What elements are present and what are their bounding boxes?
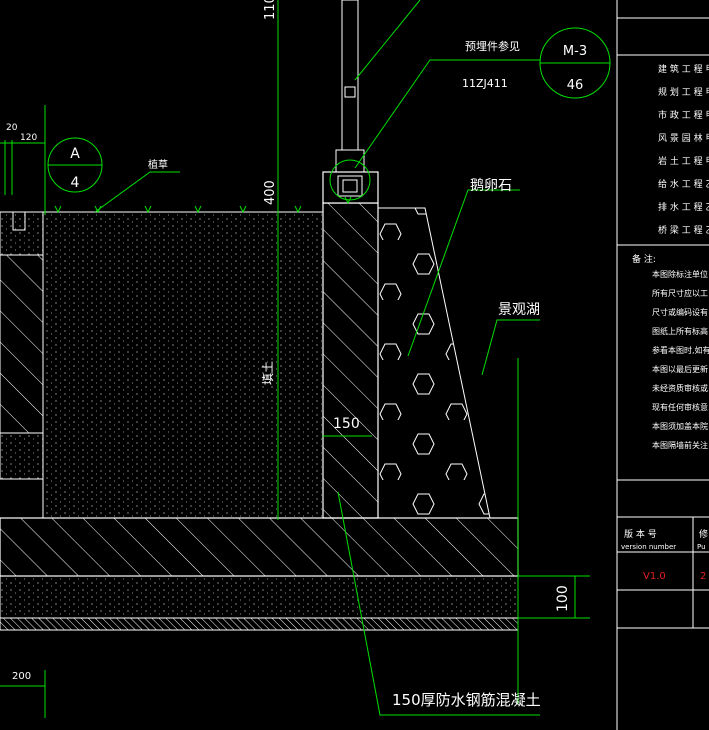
- version-header-cn: 版 本 号: [624, 528, 657, 540]
- natural-ground: [0, 617, 519, 631]
- detail-m-bottom: 46: [567, 78, 584, 93]
- pebble-label: 鹅卵石: [470, 177, 512, 194]
- grass-line: [43, 196, 352, 214]
- version-value: V1.0: [643, 571, 666, 582]
- signoff-item: 规 划 工 程 甲: [658, 86, 709, 98]
- left-wall: [0, 211, 44, 480]
- dim-120: 120: [20, 133, 37, 143]
- note-item: 现有任何审核意: [652, 402, 708, 412]
- dim-100: 100: [555, 585, 571, 612]
- next-header-cn: 修: [699, 528, 708, 540]
- title-block: [616, 0, 709, 730]
- lake-label: 景观湖: [498, 302, 540, 318]
- note-item: 本图以最后更新: [652, 364, 708, 374]
- signoff-item: 建 筑 工 程 甲: [658, 63, 709, 75]
- sub-base: [0, 575, 519, 619]
- note-item: 参看本图时,如有: [652, 345, 709, 355]
- signoff-item: 市 政 工 程 甲: [658, 109, 709, 121]
- note-item: 未经资质审核或: [652, 383, 708, 393]
- detail-a-bottom: 4: [71, 175, 80, 191]
- next-header-en: Pu: [697, 543, 706, 551]
- next-value: 2: [700, 571, 706, 582]
- detail-a-top: A: [70, 146, 80, 162]
- dim-400: 400: [263, 180, 278, 205]
- notes-list: 本图除标注单位所有尺寸应以工尺寸或编码设有图纸上所有标高参看本图时,如有本图以最…: [652, 269, 709, 450]
- std-code-label: 11ZJ411: [462, 77, 508, 90]
- notes-title: 备 注:: [632, 253, 656, 265]
- retaining-wall: [322, 202, 379, 519]
- soil-label: 填土: [261, 361, 275, 385]
- note-item: 本图须加盖本院: [652, 421, 708, 431]
- signoff-item: 风 景 园 林 甲: [658, 132, 709, 144]
- note-item: 所有尺寸应以工: [652, 288, 708, 298]
- signoff-item: 岩 土 工 程 甲: [658, 155, 709, 167]
- signoff-item: 桥 梁 工 程 乙: [658, 224, 709, 236]
- soil-fill: [42, 211, 324, 519]
- leader-lines: [0, 0, 590, 718]
- detail-m-top: M-3: [563, 44, 587, 59]
- dim-200: 200: [12, 671, 31, 682]
- note-item: 尺寸或编码设有: [652, 307, 708, 317]
- detail-bubble-m3[interactable]: M-3 46: [539, 27, 611, 99]
- base-slab: [0, 517, 519, 577]
- detail-bubble-a4[interactable]: A 4: [47, 137, 103, 193]
- note-item: 本图隔墙前关注: [652, 440, 708, 450]
- version-header-en: version number: [621, 543, 676, 551]
- planting-label: 植草: [148, 158, 168, 171]
- dim-20: 20: [6, 123, 18, 133]
- signoff-item: 排 水 工 程 乙: [658, 201, 709, 213]
- pebble-layer: [377, 207, 491, 519]
- dim-150: 150: [333, 416, 360, 432]
- note-item: 本图除标注单位: [652, 269, 708, 279]
- signoff-item: 给 水 工 程 乙: [658, 178, 709, 190]
- embed-ref-label: 预埋件参见: [465, 39, 520, 53]
- signoff-list: 建 筑 工 程 甲规 划 工 程 甲市 政 工 程 甲风 景 园 林 甲岩 土 …: [658, 63, 709, 236]
- concrete-label: 150厚防水钢筋混凝土: [392, 691, 541, 709]
- dim-top-vertical: 110: [263, 0, 278, 20]
- railing-post: [329, 0, 371, 201]
- note-item: 图纸上所有标高: [652, 326, 708, 336]
